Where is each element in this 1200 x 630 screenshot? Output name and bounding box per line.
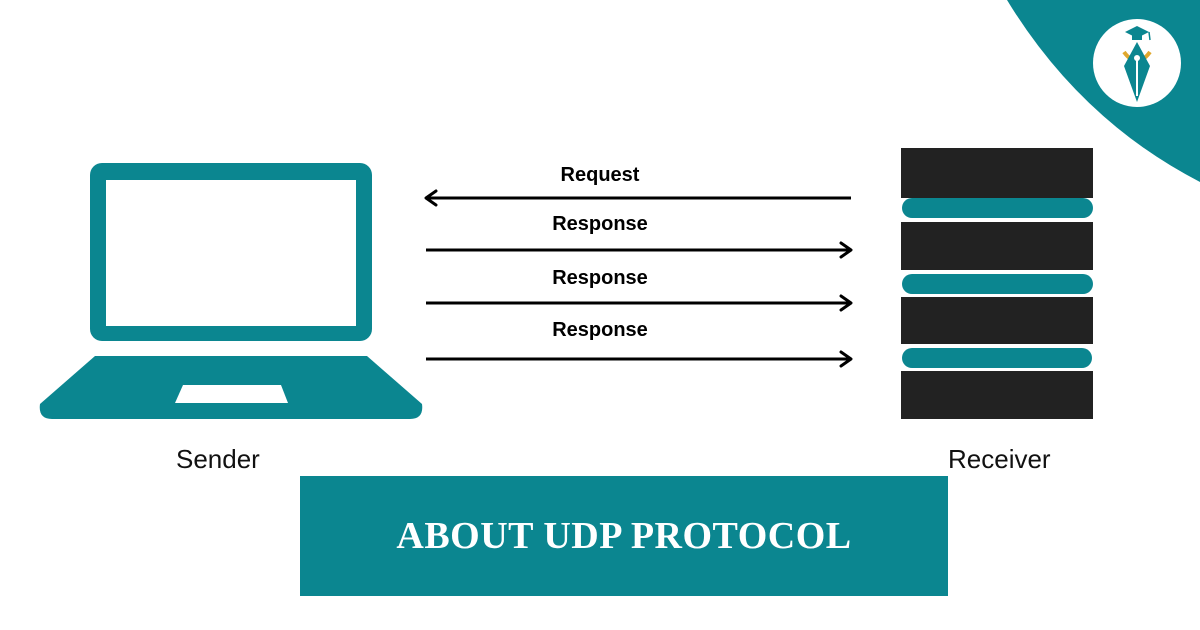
server-unit <box>901 371 1093 419</box>
arrow-head <box>424 189 438 207</box>
arrow-head <box>839 241 853 259</box>
server-unit <box>901 297 1093 344</box>
message-label: Response <box>552 319 648 341</box>
banner-title: ABOUT UDP PROTOCOL <box>396 515 852 557</box>
laptop-trackpad <box>175 385 288 403</box>
message-label: Response <box>552 267 648 289</box>
message-label: Request <box>560 164 640 186</box>
server-unit <box>901 148 1093 198</box>
graduate-pen-logo-icon <box>1093 19 1181 107</box>
title-banner: ABOUT UDP PROTOCOL <box>300 476 948 596</box>
laptop-display <box>106 180 356 326</box>
sender-label: Sender <box>176 444 260 474</box>
response-arrow <box>426 294 853 312</box>
server-unit-divider <box>902 348 1092 368</box>
receiver-label: Receiver <box>948 444 1051 474</box>
arrow-head <box>839 294 853 312</box>
server-unit <box>901 222 1093 270</box>
server-unit-divider <box>902 274 1093 294</box>
server-unit-divider <box>902 198 1093 218</box>
message-label: Response <box>552 213 648 235</box>
response-arrow <box>426 350 853 368</box>
response-arrow <box>426 241 853 259</box>
arrow-head <box>839 350 853 368</box>
request-arrow <box>424 189 851 207</box>
